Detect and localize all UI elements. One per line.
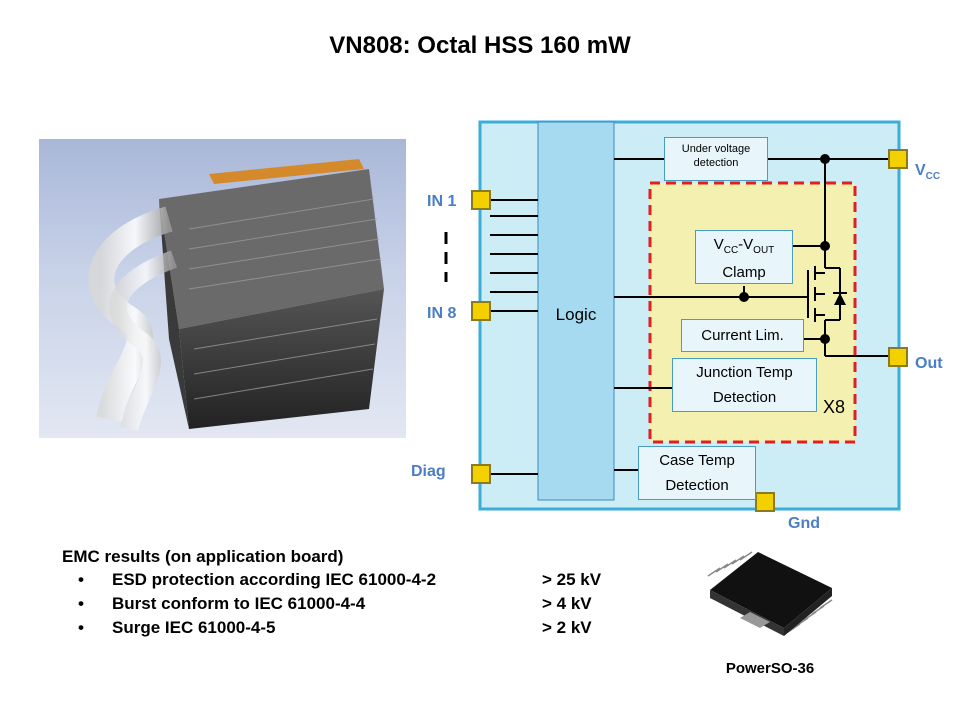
body-diode (834, 293, 846, 305)
logic-block (537, 121, 615, 501)
list-item: • Burst conform to IEC 61000-4-4 > 4 kV (78, 594, 592, 613)
mosfet-symbol (807, 266, 825, 322)
powerso36-package (707, 551, 833, 636)
emc-heading: EMC results (on application board) (62, 547, 344, 566)
emc-list: • ESD protection according IEC 61000-4-2… (62, 568, 602, 640)
current-limit-block: Current Lim. (681, 319, 804, 352)
clamp-block: VCC-VOUT Clamp (695, 230, 793, 284)
pad-vcc (888, 149, 908, 169)
emc-results: EMC results (on application board) • ESD… (62, 546, 602, 640)
list-item: • Surge IEC 61000-4-5 > 2 kV (78, 618, 592, 637)
product-photo (39, 139, 406, 438)
junction-temp-block: Junction Temp Detection (672, 358, 817, 412)
pad-in8 (471, 301, 491, 321)
clamp-label: VCC-VOUT (713, 236, 775, 256)
list-item: • ESD protection according IEC 61000-4-2… (78, 570, 602, 589)
pin-label-diag: Diag (411, 463, 446, 480)
case-temp-block: Case Temp Detection (638, 446, 756, 500)
pad-in1 (471, 190, 491, 210)
under-voltage-block: Under voltage detection (664, 137, 768, 181)
pin-label-out: Out (915, 355, 943, 372)
pin-label-in1: IN 1 (427, 193, 457, 210)
pin-label-in8: IN 8 (427, 305, 457, 322)
pad-diag (471, 464, 491, 484)
logic-label: Logic (555, 305, 597, 324)
pad-gnd (755, 492, 775, 512)
page-title: VN808: Octal HSS 160 mW (329, 32, 631, 59)
pad-out (888, 347, 908, 367)
package-label: PowerSO-36 (725, 660, 815, 677)
pin-label-vcc: VCC (915, 162, 941, 183)
connector-module-image (88, 159, 384, 432)
pin-pads (471, 149, 908, 512)
pin-label-gnd: Gnd (788, 515, 820, 532)
channel-multiplier: X8 (823, 397, 846, 417)
input-lines (490, 199, 538, 475)
